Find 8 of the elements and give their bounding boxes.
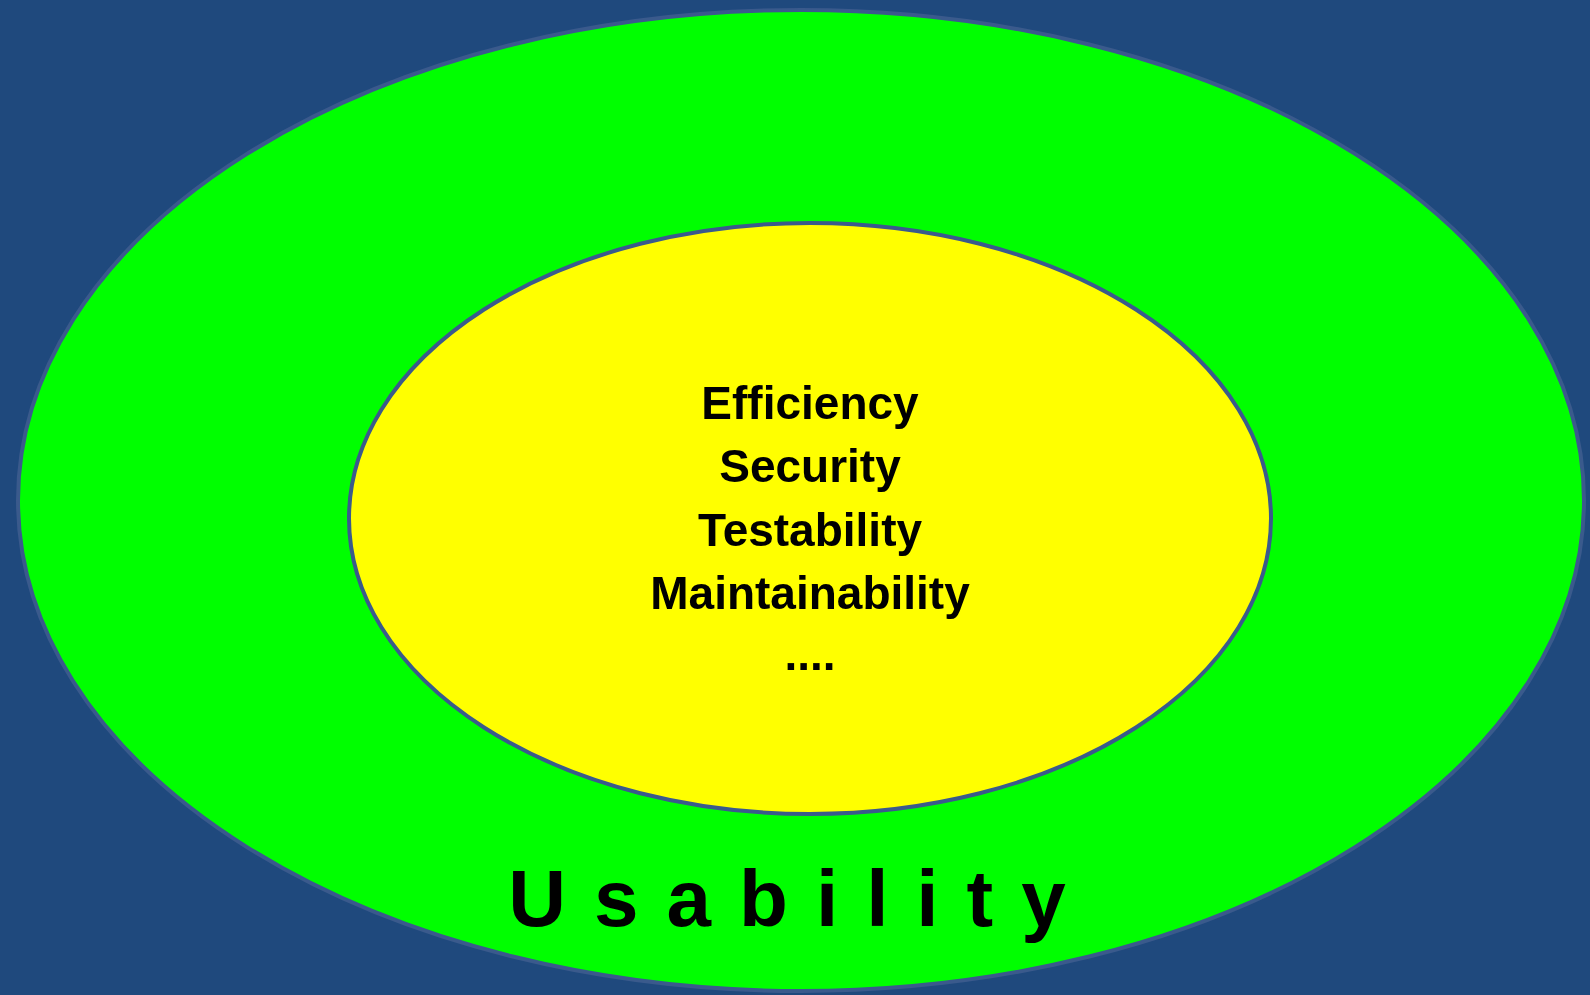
quality-attribute: .... [783, 627, 837, 682]
quality-attribute: Testability [696, 503, 924, 558]
inner-ellipse [347, 221, 1273, 816]
outer-ellipse [16, 8, 1586, 993]
quality-attribute: Efficiency [700, 376, 920, 431]
quality-attribute: Maintainability [649, 566, 971, 621]
quality-attribute: Security [718, 439, 902, 494]
ellipse-title: Usability [507, 854, 1095, 944]
